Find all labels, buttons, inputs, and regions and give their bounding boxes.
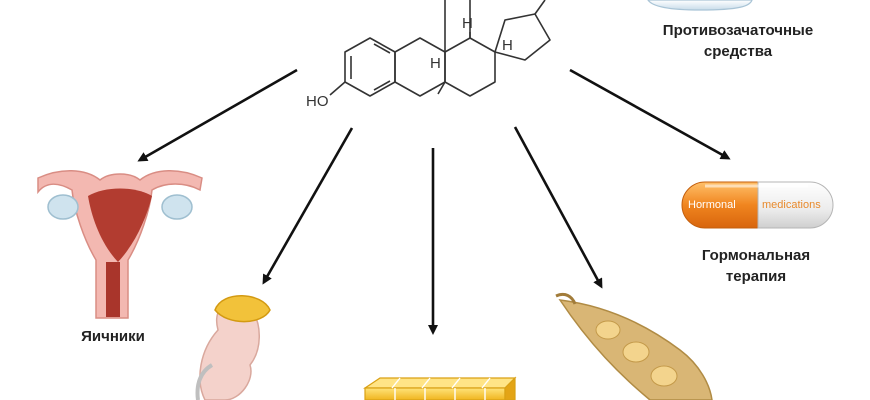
contraceptives-label: Противозачаточные средства	[648, 20, 828, 62]
hormone-therapy-label-line2: терапия	[725, 268, 787, 285]
hydrogen-label-2: H	[462, 15, 473, 32]
arrow-to-hormonal-pill	[569, 68, 731, 160]
arrow-to-soy	[513, 126, 603, 289]
arrows	[137, 68, 731, 335]
contraceptives-label-line1: Противозачаточные	[662, 22, 814, 39]
uterus-ovaries-illustration	[37, 170, 203, 319]
soybean-pod-illustration	[555, 292, 713, 400]
fat-tissue-illustration	[363, 376, 517, 400]
contraceptive-blister-illustration	[647, 0, 753, 11]
pill-right-text: medications	[762, 199, 821, 211]
left-ovary	[47, 194, 79, 220]
contraceptives-label-line2: средства	[703, 43, 773, 60]
ring-d	[494, 13, 551, 61]
adrenal-gland	[214, 295, 271, 323]
kidney-adrenal-illustration	[195, 295, 271, 400]
ring-a	[344, 37, 396, 97]
hydrogen-label-3: H	[502, 37, 513, 54]
hormone-therapy-label: Гормональная терапия	[676, 245, 836, 287]
arrow-to-adrenal	[262, 127, 354, 285]
right-ovary	[161, 194, 193, 220]
estrogen-molecule	[329, 0, 551, 97]
pill-left-text: Hormonal	[688, 199, 736, 211]
ring-c	[444, 37, 496, 97]
ovaries-label: Яичники	[81, 328, 145, 345]
hormone-therapy-label-line1: Гормональная	[701, 247, 811, 264]
hormonal-capsule-illustration: Hormonal medications	[681, 181, 834, 229]
hydroxyl-label: HO	[306, 93, 329, 110]
hydrogen-label-1: H	[430, 55, 441, 72]
arrow-to-ovaries	[137, 68, 298, 162]
